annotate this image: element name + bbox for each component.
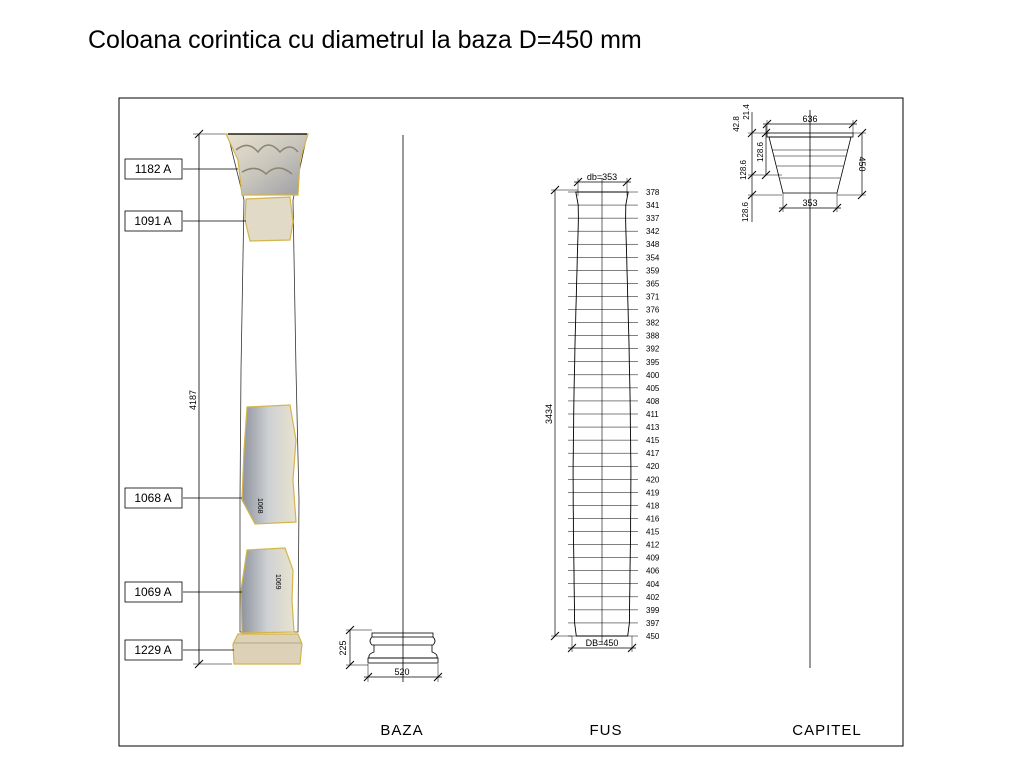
fus-diameter-label: 359 bbox=[646, 266, 660, 275]
fus-diameter-label: 450 bbox=[646, 632, 660, 641]
capitel-top-width: 636 bbox=[802, 114, 817, 124]
capitel-dim-e: 128.6 bbox=[741, 201, 750, 222]
fragment-1069-inscription: 1069 bbox=[274, 574, 281, 590]
fus-diameter-label: 399 bbox=[646, 606, 660, 615]
fus-diameter-label: 406 bbox=[646, 567, 660, 576]
fus-diameter-label: 378 bbox=[646, 188, 660, 197]
fus-drawing: 378 341 337 342 348 354 359 365 371 376 382 388 392 3… bbox=[544, 172, 660, 739]
fus-diameter-label: 408 bbox=[646, 397, 660, 406]
fus-diameter-label: 404 bbox=[646, 580, 660, 589]
capitel-bottom-width: 353 bbox=[802, 198, 817, 208]
fragment-label-1068: 1068 A bbox=[124, 487, 183, 509]
fus-diameter-label: 400 bbox=[646, 371, 660, 380]
fus-height-label: 3434 bbox=[544, 404, 554, 424]
baza-drawing: 225 520 BAZA bbox=[338, 135, 443, 739]
baza-width-label: 520 bbox=[394, 667, 409, 677]
fus-diameter-label: 420 bbox=[646, 475, 660, 484]
fus-diameter-label: 402 bbox=[646, 593, 660, 602]
fragment-label-1091: 1091 A bbox=[124, 210, 183, 232]
capitel-dim-b: 42.8 bbox=[732, 116, 741, 132]
capitel-dim-a: 21.4 bbox=[742, 104, 751, 120]
column-height-label: 4187 bbox=[188, 390, 198, 410]
fus-diameter-label: 371 bbox=[646, 292, 660, 301]
svg-text:1069 A: 1069 A bbox=[134, 585, 171, 599]
baza-title: BAZA bbox=[380, 722, 423, 739]
svg-text:1182 A: 1182 A bbox=[135, 162, 171, 176]
fus-diameter-label: 417 bbox=[646, 449, 660, 458]
baza-height-label: 225 bbox=[338, 640, 348, 655]
fus-top-diameter: db=353 bbox=[587, 172, 617, 182]
capital-fragment bbox=[225, 133, 309, 196]
drawing-frame bbox=[118, 97, 904, 747]
fus-diameter-label: 415 bbox=[646, 528, 660, 537]
fragment-label-1182: 1182 A bbox=[124, 158, 183, 180]
svg-text:1091 A: 1091 A bbox=[134, 214, 171, 228]
fus-diameter-label: 405 bbox=[646, 384, 660, 393]
base-fragment bbox=[232, 633, 303, 665]
capitel-title: CAPITEL bbox=[792, 722, 862, 739]
fus-diameter-label: 415 bbox=[646, 436, 660, 445]
fragment-1091 bbox=[244, 196, 294, 242]
fus-diameter-label: 416 bbox=[646, 514, 660, 523]
fus-diameter-label: 337 bbox=[646, 214, 660, 223]
fragment-label-1069: 1069 A bbox=[124, 581, 183, 603]
fus-diameter-label: 419 bbox=[646, 488, 660, 497]
fus-diameter-label: 420 bbox=[646, 462, 660, 471]
fus-diameter-label: 341 bbox=[646, 201, 660, 210]
fus-diameter-label: 382 bbox=[646, 319, 660, 328]
fus-diameter-label: 365 bbox=[646, 279, 660, 288]
column-reconstruction: 4187 1068 1069 1182 A 1091 A bbox=[124, 129, 309, 669]
fragment-1068-inscription: 1068 bbox=[256, 498, 263, 514]
page-title: Coloana corintica cu diametrul la baza D… bbox=[88, 26, 642, 54]
svg-text:1068 A: 1068 A bbox=[134, 491, 171, 505]
capitel-drawing: 636 353 450 21.4 42.8 128.6 128.6 128.6 … bbox=[732, 104, 867, 739]
fus-diameter-label: 412 bbox=[646, 541, 660, 550]
fus-diameter-label: 388 bbox=[646, 332, 660, 341]
capitel-dim-d: 128.6 bbox=[739, 159, 748, 180]
fus-diameter-label: 395 bbox=[646, 358, 660, 367]
fragment-1068 bbox=[241, 404, 297, 525]
fus-diameter-label: 397 bbox=[646, 619, 660, 628]
fus-diameter-label: 376 bbox=[646, 306, 660, 315]
fus-diameter-label: 411 bbox=[646, 410, 659, 419]
fus-diameter-label: 342 bbox=[646, 227, 660, 236]
fus-diameter-label: 354 bbox=[646, 253, 660, 262]
fus-diameter-label: 413 bbox=[646, 423, 660, 432]
fus-title: FUS bbox=[590, 722, 623, 739]
fragment-1069 bbox=[240, 547, 295, 634]
fus-diameter-label: 392 bbox=[646, 345, 660, 354]
fus-diameter-label: 418 bbox=[646, 501, 660, 510]
capitel-dim-c: 128.6 bbox=[756, 141, 765, 162]
capitel-height-label: 450 bbox=[857, 156, 867, 171]
fus-diameter-label: 348 bbox=[646, 240, 660, 249]
svg-text:1229 A: 1229 A bbox=[134, 643, 171, 657]
fus-diameter-label: 409 bbox=[646, 554, 660, 563]
fragment-label-1229: 1229 A bbox=[124, 639, 183, 661]
fus-bottom-diameter: DB=450 bbox=[586, 638, 619, 648]
